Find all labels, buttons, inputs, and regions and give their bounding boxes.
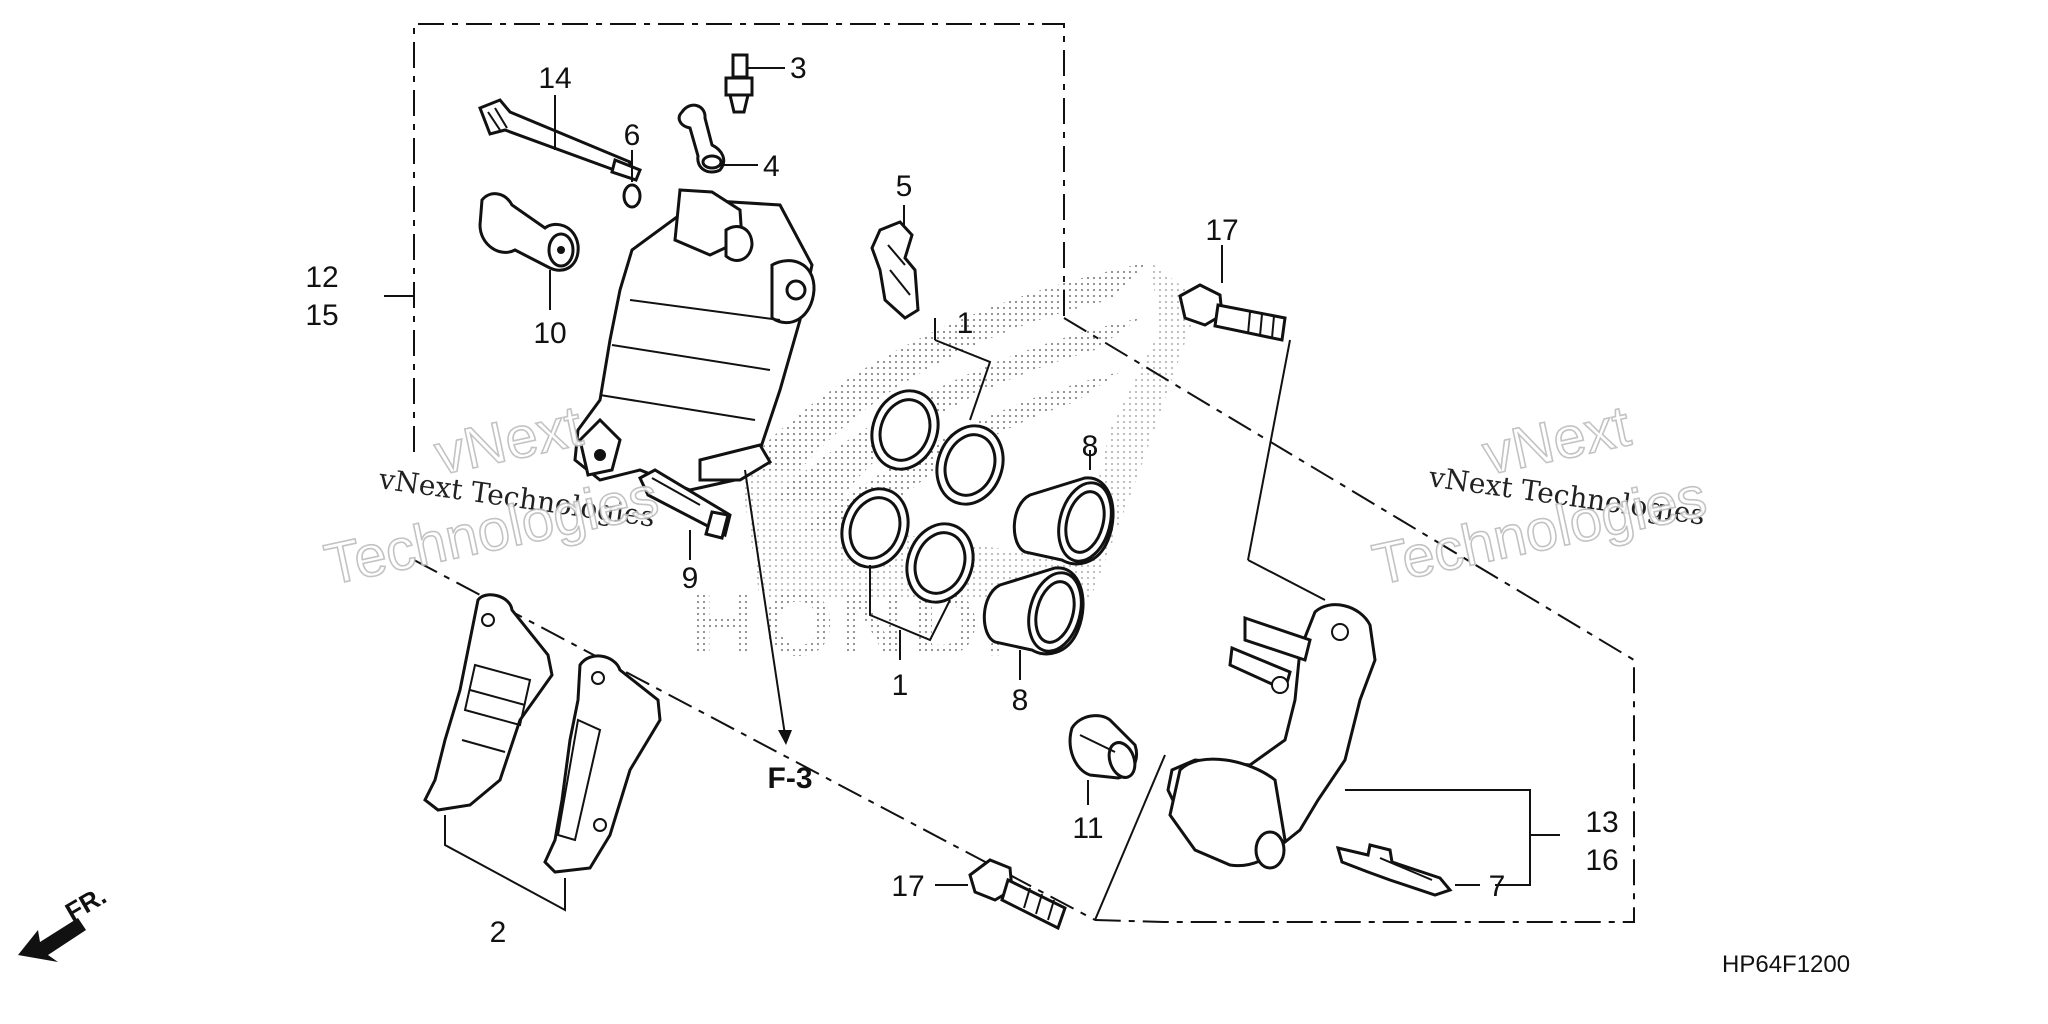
piston-seal-ring	[935, 424, 1005, 506]
front-marker: FR.	[60, 880, 111, 927]
piston-seal-rings	[840, 318, 1005, 660]
callout-15: 15	[305, 299, 338, 332]
callout-6: 6	[624, 119, 641, 152]
bracket-assembly-boundary	[1063, 317, 1635, 923]
caliper-mount-bolt-upper	[1178, 283, 1287, 342]
front-direction-arrow	[18, 918, 86, 962]
callout-2: 2	[490, 916, 507, 949]
callout-11: 11	[1072, 812, 1103, 845]
caliper-piston-lower	[982, 566, 1085, 656]
caliper-body	[573, 188, 816, 492]
callout-10: 10	[533, 317, 566, 350]
callout-13: 13	[1585, 806, 1618, 839]
brake-pad-right	[543, 654, 662, 874]
callout-3: 3	[790, 52, 807, 85]
callout-8-lower: 8	[1012, 684, 1029, 717]
pad-spring	[870, 220, 920, 320]
watermark-big-vnext-right: vNext	[1477, 393, 1636, 487]
caliper-piston-upper	[1012, 476, 1115, 566]
callout-8-upper: 8	[1082, 430, 1099, 463]
callout-leaders	[549, 67, 1560, 886]
pad-retainer-clip	[1335, 843, 1453, 897]
watermark-big-vnext-left: vNext	[429, 393, 588, 487]
caliper-pin-bolt	[478, 98, 642, 182]
reference-label: F-3	[768, 762, 813, 795]
pin-boot	[478, 192, 580, 272]
caliper-mount-bolt-lower	[968, 858, 1067, 931]
callout-14: 14	[538, 62, 571, 95]
callout-12: 12	[305, 261, 338, 294]
bleeder-screw	[724, 53, 754, 114]
callout-1-upper: 1	[957, 307, 974, 340]
callout-17-lower: 17	[891, 870, 924, 903]
piston-seal-ring	[905, 522, 975, 604]
piston-seal-ring	[840, 487, 910, 569]
callout-7: 7	[1489, 870, 1506, 903]
caliper-bracket	[1166, 603, 1377, 870]
bracket-pin-boot	[1068, 714, 1138, 780]
small-o-ring	[622, 183, 642, 209]
brake-pad-left	[423, 593, 554, 812]
callout-16: 16	[1585, 844, 1618, 877]
callout-9: 9	[682, 562, 699, 595]
callout-4: 4	[763, 150, 780, 183]
piston-seal-ring	[870, 389, 940, 471]
slide-pin	[638, 468, 732, 540]
callout-5: 5	[896, 170, 913, 203]
hose-clip-bracket	[677, 103, 726, 174]
callout-17-upper: 17	[1205, 214, 1238, 247]
caliper-assembly-boundary	[384, 23, 1096, 921]
callout-1-lower: 1	[892, 669, 909, 702]
diagram-code: HP64F1200	[1722, 951, 1850, 978]
